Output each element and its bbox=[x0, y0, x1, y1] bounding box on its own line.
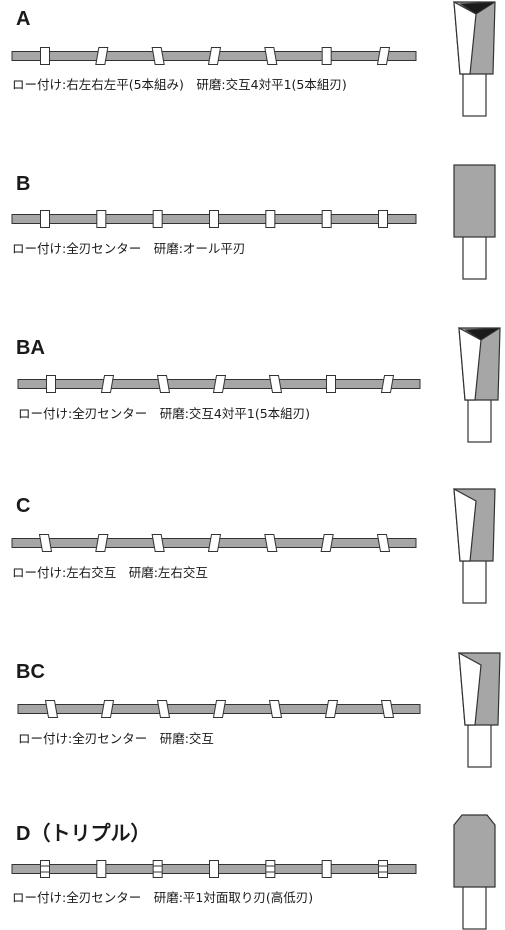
tooth-right bbox=[100, 700, 115, 718]
section-description: ロー付け:全刃センター 研磨:交互 bbox=[18, 731, 214, 746]
tooth-right bbox=[207, 534, 222, 552]
tooth-right bbox=[207, 47, 222, 65]
section-title: A bbox=[16, 8, 31, 30]
alternate-tip-icon bbox=[453, 487, 496, 604]
tooth-flat bbox=[321, 860, 332, 878]
tooth-right bbox=[380, 375, 395, 393]
alternate-tip-icon bbox=[458, 651, 501, 768]
saw-band-diagram bbox=[17, 375, 421, 393]
tooth-left bbox=[156, 375, 171, 393]
section-description: ロー付け:全刃センター 研磨:平1対面取り刃(高低刃) bbox=[12, 890, 314, 905]
tooth-flat bbox=[96, 210, 107, 228]
tooth-right bbox=[324, 700, 339, 718]
saw-band-diagram bbox=[11, 210, 417, 228]
tooth-left bbox=[268, 700, 283, 718]
tip-body bbox=[453, 164, 496, 238]
tooth-flat bbox=[209, 860, 219, 878]
tip-bevel-face bbox=[453, 0, 477, 75]
tooth-triple bbox=[378, 860, 388, 878]
section-b: B ロー付け:全刃センター 研磨:オール平刃 bbox=[0, 155, 505, 320]
tooth-flat bbox=[96, 860, 107, 878]
tooth-flat bbox=[321, 47, 332, 65]
section-title: B bbox=[16, 173, 31, 195]
tip-shank bbox=[462, 884, 487, 930]
tooth-left bbox=[38, 534, 53, 552]
tip-bevel-face bbox=[453, 487, 477, 562]
saw-band-diagram bbox=[11, 860, 417, 878]
tooth-flat bbox=[46, 375, 56, 393]
tooth-left bbox=[264, 47, 278, 65]
tip-body bbox=[453, 814, 496, 888]
alternate-bevel-tip-icon bbox=[453, 0, 496, 117]
tooth-flat bbox=[378, 210, 388, 228]
tooth-right bbox=[320, 534, 334, 552]
section-description: ロー付け:全刃センター 研磨:交互4対平1(5本組刃) bbox=[18, 406, 311, 421]
tooth-left bbox=[151, 534, 165, 552]
triple-chip-tip-icon bbox=[453, 814, 496, 930]
tooth-right bbox=[212, 375, 227, 393]
tip-shank bbox=[462, 234, 487, 280]
tip-bevel-face bbox=[458, 326, 482, 401]
tooth-left bbox=[44, 700, 59, 718]
tooth-flat bbox=[326, 375, 336, 393]
section-a: A ロー付け:右左右左平(5本組み) 研磨:交互4対平1(5本組刃) bbox=[0, 0, 505, 155]
tooth-left bbox=[151, 47, 165, 65]
tooth-left bbox=[268, 375, 283, 393]
tooth-flat bbox=[321, 210, 332, 228]
tooth-left bbox=[376, 534, 391, 552]
tooth-right bbox=[376, 47, 391, 65]
tooth-flat bbox=[40, 47, 50, 65]
tip-shank bbox=[467, 722, 492, 768]
saw-band-diagram bbox=[11, 47, 417, 65]
section-title: BC bbox=[16, 661, 45, 683]
tooth-right bbox=[95, 534, 109, 552]
tip-bevel-face bbox=[458, 651, 482, 726]
tip-shank bbox=[462, 558, 487, 604]
saw-band-diagram bbox=[11, 534, 417, 552]
section-d: D（トリプル） ロー付け:全刃センター 研磨:平1対面取り刃(高低刃) bbox=[0, 805, 505, 930]
tooth-triple bbox=[265, 860, 276, 878]
tooth-left bbox=[380, 700, 395, 718]
alternate-bevel-tip-icon bbox=[458, 326, 501, 443]
tooth-flat bbox=[152, 210, 163, 228]
section-description: ロー付け:右左右左平(5本組み) 研磨:交互4対平1(5本組刃) bbox=[12, 77, 347, 92]
section-description: ロー付け:全刃センター 研磨:オール平刃 bbox=[12, 241, 246, 256]
section-title: C bbox=[16, 495, 31, 517]
section-description: ロー付け:左右交互 研磨:左右交互 bbox=[12, 565, 208, 580]
tooth-left bbox=[156, 700, 171, 718]
tooth-triple bbox=[40, 860, 50, 878]
tip-chamfer bbox=[459, 1, 496, 15]
tip-shank bbox=[467, 397, 492, 443]
section-ba: BA ロー付け:全刃センター 研磨:交互4対平1(5本組刃) bbox=[0, 320, 505, 485]
section-title: BA bbox=[16, 337, 45, 359]
tooth-right bbox=[100, 375, 115, 393]
tooth-flat bbox=[265, 210, 276, 228]
flat-tip-icon bbox=[453, 164, 496, 280]
tooth-flat bbox=[40, 210, 50, 228]
section-title: D（トリプル） bbox=[16, 823, 151, 845]
section-bc: BC ロー付け:全刃センター 研磨:交互 bbox=[0, 645, 505, 805]
saw-band-diagram bbox=[17, 700, 421, 718]
tip-chamfer bbox=[464, 327, 501, 341]
tooth-flat bbox=[209, 210, 219, 228]
tip-shank bbox=[462, 71, 487, 117]
tooth-right bbox=[95, 47, 109, 65]
tooth-triple bbox=[152, 860, 163, 878]
tooth-left bbox=[264, 534, 278, 552]
section-c: C ロー付け:左右交互 研磨:左右交互 bbox=[0, 485, 505, 645]
tooth-right bbox=[212, 700, 227, 718]
